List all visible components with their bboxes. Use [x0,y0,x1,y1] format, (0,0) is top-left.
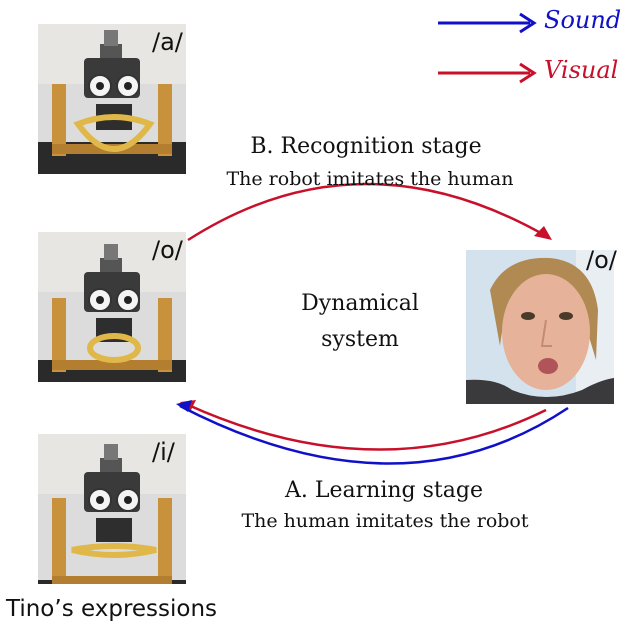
robot-i-phoneme: /i/ [152,438,175,466]
robot-photo-o [38,232,186,382]
learning-stage-subtitle: The human imitates the robot [241,510,529,532]
recognition-stage-subtitle: The robot imitates the human [226,168,514,190]
robot-photo-a [38,24,186,174]
dynamical-system-label: Dynamical system [260,286,460,358]
robot-a-phoneme: /a/ [152,28,183,56]
sound-arrow-icon [438,12,537,34]
robot-photo-i [38,434,186,584]
human-face-photo [466,250,614,404]
recognition-arrow [187,182,547,242]
legend-sound: Sound [436,6,636,38]
learning-arrowhead-visual [180,400,196,412]
learning-stage-title: A. Learning stage [285,478,483,503]
legend-visual-label: Visual [544,56,619,84]
learning-arrow-sound [179,404,569,465]
robot-o-phoneme: /o/ [152,236,183,264]
legend-sound-label: Sound [544,6,622,34]
recognition-arrowhead [534,226,552,240]
figure-caption: Tino’s expressions [6,596,218,622]
center-line-2: system [321,327,399,352]
visual-arrow-icon [438,62,537,84]
center-line-1: Dynamical [301,291,419,316]
human-phoneme: /o/ [586,246,617,274]
legend-visual: Visual [436,56,636,88]
learning-arrow-visual [185,402,547,451]
learning-arrowhead-sound [176,400,192,412]
recognition-stage-title: B. Recognition stage [250,134,482,159]
